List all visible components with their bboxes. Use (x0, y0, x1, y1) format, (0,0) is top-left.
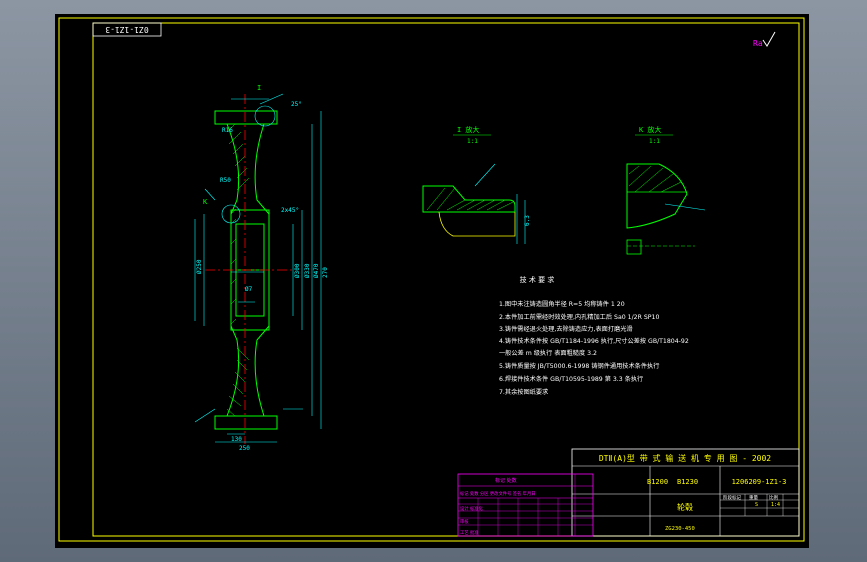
tb-small2: 1:4 (771, 502, 780, 508)
title-block: DTⅡ(A)型 带 式 输 送 机 专 用 图 - 2002 B1200 B12… (457, 448, 800, 537)
tb-left-header: 标记 处数 (495, 477, 517, 484)
tech-line-4: 4.铸件技术条件按 GB/T1184-1996 执行,尺寸公差按 GB/T180… (499, 337, 689, 345)
roughness-symbol (762, 31, 776, 47)
dim-250: 250 (239, 445, 250, 452)
tb-row-1: 标记 处数 分区 更改文件号 签名 年月日 (460, 490, 536, 497)
dim-chamfer: 2x45° (281, 207, 299, 214)
code-box (92, 22, 162, 37)
tech-line-1: 1.图中未注铸造圆角半径 R=5 均称铸件 1 20 (499, 300, 625, 308)
tb-spec1: B1200 (647, 478, 668, 486)
detail-i-view: I 放大 1:1 6.3 (422, 125, 531, 244)
dim-d250: Ø250 (196, 259, 203, 274)
tb-row-4: 工艺 批准 (460, 529, 479, 536)
drawing-viewport[interactable]: 0Z1-1Z1-3 Ra (55, 14, 809, 548)
cad-drawing-canvas[interactable]: 0Z1-1Z1-3 Ra (55, 14, 809, 548)
dim-r50: R50 (220, 177, 231, 184)
tech-requirements: 技 术 要 求 1.图中未注铸造圆角半径 R=5 均称铸件 1 20 2.本件加… (499, 275, 689, 396)
dim-270: 270 (322, 267, 329, 278)
dimension-lines (194, 93, 322, 443)
tb-col2: 重量 (749, 494, 758, 501)
tb-col1: 阶段标记 (723, 494, 741, 501)
tb-row-3: 审核 (460, 518, 469, 525)
detail-i-rough: 6.3 (524, 215, 531, 226)
inner-frame (92, 22, 800, 537)
detail-i-title: I 放大 (457, 125, 479, 134)
tb-small1: S (755, 502, 758, 508)
dim-d470: Ø470 (313, 263, 320, 278)
tb-material: ZG230-450 (665, 526, 695, 532)
tech-line-2: 2.本件加工前需经时效处理,内孔精加工后 Sa0 1/2R SP10 (499, 313, 659, 321)
tech-line-3: 3.铸件需经退火处理,去除铸造应力,表面打磨光滑 (499, 325, 633, 333)
tb-part-name: 轮毂 (677, 502, 693, 512)
tb-header: DTⅡ(A)型 带 式 输 送 机 专 用 图 - 2002 (599, 453, 771, 463)
dim-25deg: 25° (291, 101, 302, 108)
tech-line-6: 5.铸件质量按 JB/T5000.6-1998 铸钢件通用技术条件执行 (499, 362, 659, 370)
center-lines (205, 94, 295, 444)
dimension-texts: R16 R50 2x45° Ø250 Ø300 Ø330 Ø470 130 Ø7… (196, 101, 329, 452)
detail-k-view: K 放大 1:1 (626, 125, 706, 255)
tb-code: 1206209-1Z1-3 (732, 478, 787, 486)
outer-frame (58, 17, 805, 542)
tb-col3: 比例 (769, 494, 778, 501)
dim-d300: Ø300 (294, 263, 301, 278)
roughness-mark: Ra (753, 39, 763, 48)
tech-line-5: 一般公差 m 级执行 表面粗糙度 3.2 (499, 349, 597, 357)
dim-130: 130 (231, 436, 242, 443)
drawing-code: 0Z1-1Z1-3 (105, 25, 149, 34)
dim-r16: R16 (222, 127, 233, 134)
detail-k-title: K 放大 (639, 125, 661, 134)
marker-i: I (257, 84, 261, 92)
dim-d330: Ø330 (304, 263, 311, 278)
marker-k: K (203, 198, 208, 206)
detail-k-ratio: 1:1 (649, 138, 660, 145)
tech-line-8: 7.其余按图纸要求 (499, 388, 548, 396)
dim-d7: Ø7 (245, 286, 253, 293)
tb-row-2: 设计 标准化 (460, 505, 484, 512)
tech-line-7: 6.焊接件技术条件 GB/T10595-1989 第 3.3 条执行 (499, 375, 643, 383)
tech-title: 技 术 要 求 (520, 275, 555, 284)
detail-i-ratio: 1:1 (467, 138, 478, 145)
tb-spec2: B1230 (677, 478, 698, 486)
